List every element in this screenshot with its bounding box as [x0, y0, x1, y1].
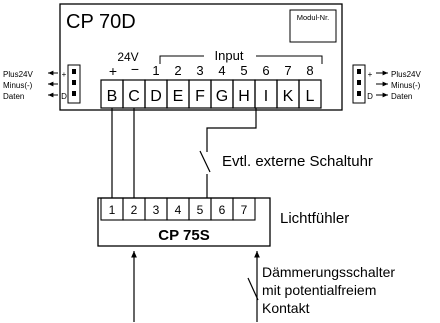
right-minus: Minus(-): [391, 81, 421, 90]
input-number: 1: [152, 63, 159, 78]
cp75s-terminal-label: 6: [219, 203, 226, 217]
cp75s-terminal-label: 1: [109, 203, 116, 217]
input-number: 2: [174, 63, 181, 78]
cp75s-terminal-6: [232, 197, 256, 221]
voltage-label: 24V: [117, 50, 138, 64]
left-pin-3: [72, 91, 76, 96]
right-bus-connector: [352, 64, 366, 104]
wire-h-to-5: [206, 108, 257, 152]
right-pin-plus: +: [368, 70, 373, 79]
cp75s-terminal-strip: 1 2 3 4 5 6 7: [100, 197, 256, 221]
left-plus24v: Plus24V: [3, 70, 33, 79]
cp70d-title: CP 70D: [66, 11, 136, 33]
input-number: 4: [218, 63, 225, 78]
minus-sign: −: [131, 61, 139, 77]
left-pin-2: [72, 80, 76, 85]
cp75s-terminal-label: 5: [197, 203, 204, 217]
terminal-label: H: [238, 88, 250, 105]
input-label: Input: [215, 48, 244, 63]
cp75s-terminal-label: 7: [241, 203, 248, 217]
external-timer-switch: [199, 150, 211, 173]
terminal-label: F: [195, 88, 205, 105]
modul-nr-box: [289, 9, 337, 43]
right-pin-3: [357, 91, 361, 96]
potential-free-contact: [247, 277, 259, 301]
cp75s-terminal-label: 2: [131, 203, 138, 217]
plus-sign: +: [109, 63, 117, 79]
left-pin-data: D: [61, 92, 67, 101]
terminal-9: [298, 79, 322, 109]
right-pin-data: D: [367, 92, 373, 101]
left-minus: Minus(-): [3, 81, 33, 90]
switch-note-line-2: mit potentialfreiem: [262, 282, 376, 298]
cp70d-module-box: [59, 3, 343, 111]
input-number: 3: [196, 63, 203, 78]
terminal-label: L: [306, 88, 315, 105]
cp75s-terminal-label: 3: [153, 203, 160, 217]
terminal-label: B: [107, 88, 118, 105]
timer-note: Evtl. externe Schaltuhr: [222, 153, 373, 170]
left-pin-plus: +: [62, 70, 67, 79]
terminal-label: I: [264, 88, 268, 105]
left-bus-connector: [67, 64, 81, 104]
right-pin-2: [357, 80, 361, 85]
terminal-label: K: [283, 88, 294, 105]
cp75s-terminal-label: 4: [175, 203, 182, 217]
input-number: 5: [240, 63, 247, 78]
switch-note-line-3: Kontakt: [262, 300, 310, 316]
terminal-label: D: [150, 88, 162, 105]
right-plus24v: Plus24V: [391, 70, 421, 79]
left-daten: Daten: [3, 92, 24, 101]
cp75s-title: CP 75S: [158, 227, 209, 244]
input-number: 8: [306, 63, 313, 78]
switch-note-line-1: Dämmerungsschalter: [262, 264, 395, 280]
input-number: 6: [262, 63, 269, 78]
right-pin-1: [357, 69, 361, 74]
modul-nr-label: Modul-Nr.: [297, 13, 330, 22]
input-label-gap: [204, 48, 256, 62]
terminal-label: E: [173, 88, 184, 105]
left-pin-1: [72, 69, 76, 74]
right-daten: Daten: [391, 92, 412, 101]
lichtfuehler-label: Lichtfühler: [280, 210, 349, 227]
terminal-label: C: [128, 88, 140, 105]
terminal-label: G: [216, 88, 228, 105]
input-number: 7: [284, 63, 291, 78]
